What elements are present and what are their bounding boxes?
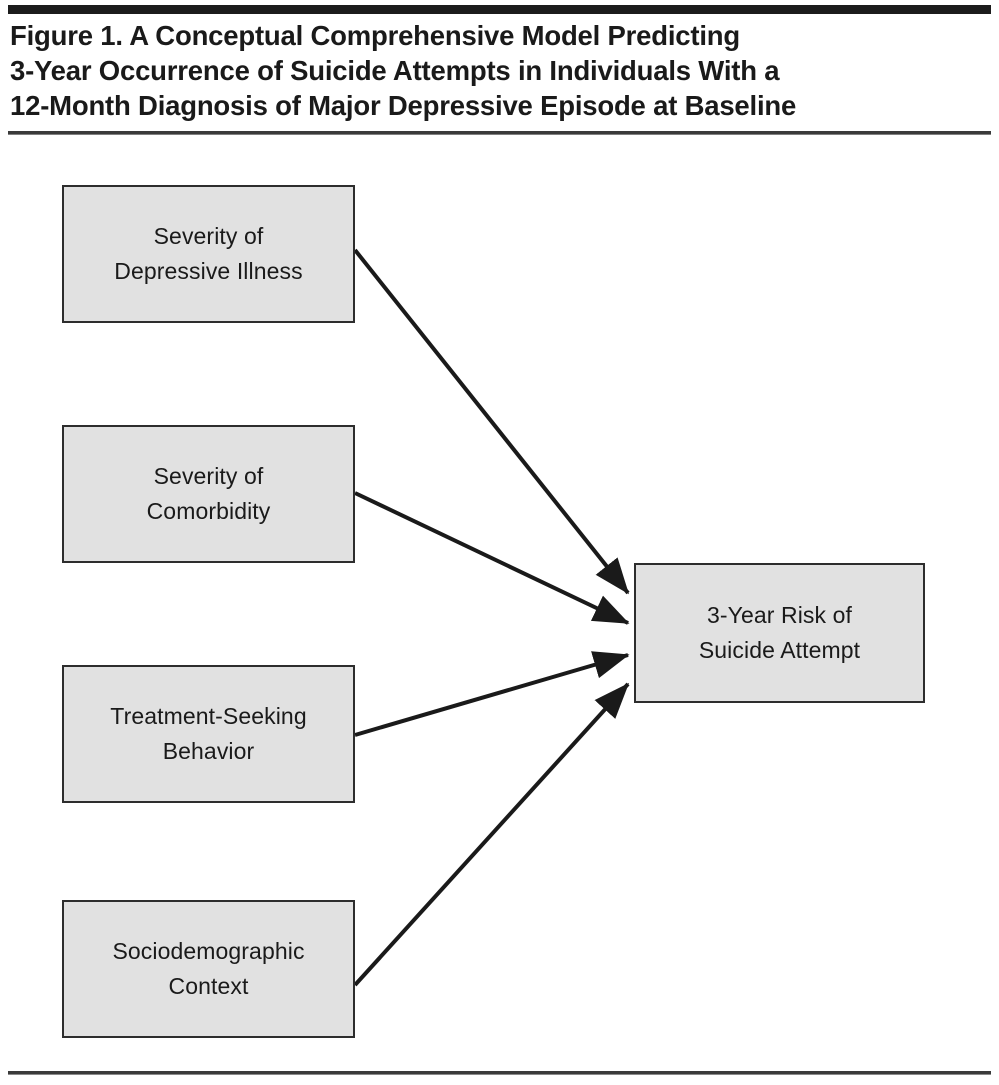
bottom-rule xyxy=(8,1071,991,1075)
title-bottom-rule xyxy=(8,131,991,135)
node-severity-of-comorbidity: Severity of Comorbidity xyxy=(62,425,355,563)
edge-severity-comorbidity-to-outcome xyxy=(354,491,630,625)
top-rule xyxy=(8,5,991,14)
node-3-year-risk-of-suicide-attempt: 3-Year Risk of Suicide Attempt xyxy=(634,563,925,703)
node-severity-of-depressive-illness: Severity of Depressive Illness xyxy=(62,185,355,323)
edge-sociodemographic-to-outcome xyxy=(353,682,630,987)
node-sociodemographic-context: Sociodemographic Context xyxy=(62,900,355,1038)
figure-title: Figure 1. A Conceptual Comprehensive Mod… xyxy=(10,20,797,121)
edge-treatment-seeking-to-outcome xyxy=(354,651,630,737)
node-treatment-seeking-behavior: Treatment-Seeking Behavior xyxy=(62,665,355,803)
edge-severity-depressive-to-outcome xyxy=(353,248,630,595)
